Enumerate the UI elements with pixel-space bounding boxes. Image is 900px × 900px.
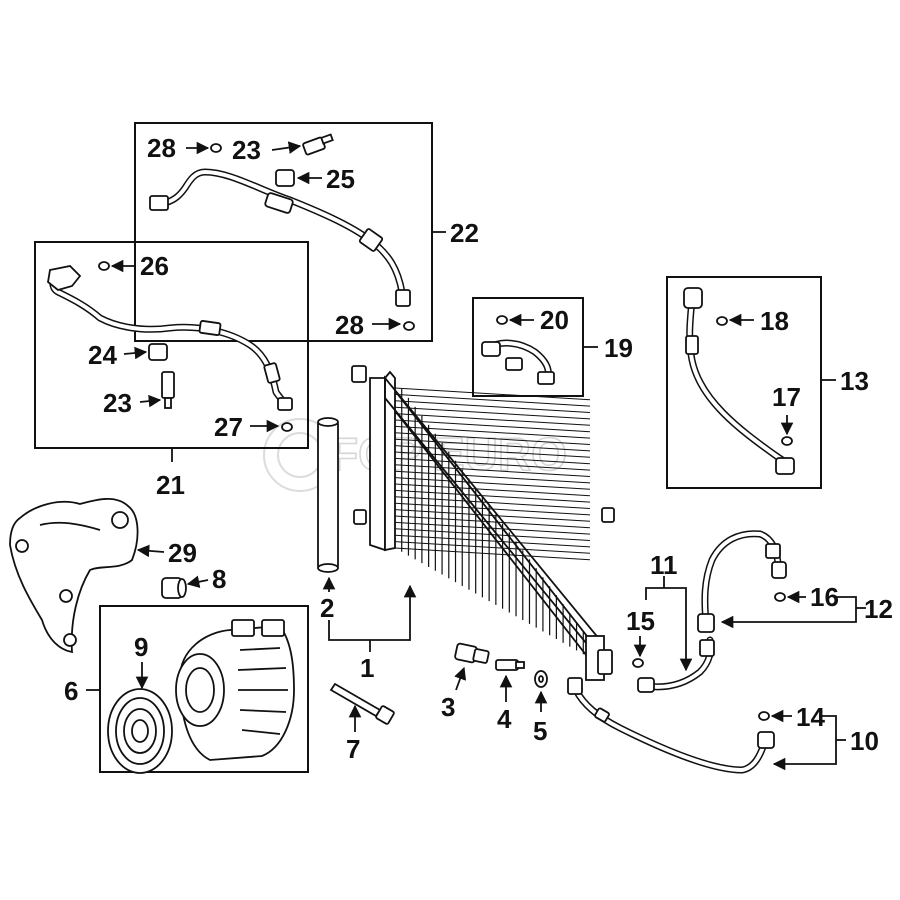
- callout-13: 13: [840, 366, 869, 396]
- o-ring-27: [281, 422, 293, 432]
- condenser-fin: [394, 419, 591, 433]
- pulley-9: [107, 688, 173, 774]
- callout-7: 7: [346, 734, 360, 764]
- callout-28-bottom: 28: [335, 310, 364, 340]
- condenser-fin: [394, 406, 591, 420]
- o-ring-28-bottom: [403, 321, 415, 331]
- hose-assembly-13: [683, 287, 795, 475]
- condenser-fin: [394, 445, 591, 458]
- callout-18: 18: [760, 306, 789, 336]
- condenser-fin: [394, 457, 591, 471]
- callout-2: 2: [320, 593, 334, 623]
- condenser-fin: [394, 387, 591, 401]
- callout-29: 29: [168, 538, 197, 568]
- callout-11: 11: [650, 550, 678, 580]
- o-ring-14: [758, 711, 770, 721]
- washer-5: [534, 670, 548, 688]
- callout-6: 6: [64, 676, 78, 706]
- condenser-fin: [394, 400, 591, 413]
- o-ring-16: [774, 592, 786, 602]
- callout-15: 15: [626, 606, 655, 636]
- o-ring-20: [496, 315, 508, 325]
- box-part-6: [99, 605, 309, 773]
- valve-core-23-lower: [161, 371, 175, 409]
- leader-lines: [86, 141, 866, 771]
- callout-23-lower: 23: [103, 388, 132, 418]
- condenser-fin: [394, 515, 591, 529]
- bolt-7: [329, 682, 395, 725]
- condenser-fins: [394, 382, 591, 658]
- callout-27: 27: [214, 412, 243, 442]
- callout-20: 20: [540, 305, 569, 335]
- cap-25: [275, 169, 295, 187]
- callout-24: 24: [88, 340, 117, 370]
- ac-compressor-6: [175, 619, 295, 761]
- pressure-switch-3: [454, 642, 490, 664]
- callout-14: 14: [796, 702, 825, 732]
- cap-24: [148, 343, 168, 361]
- condenser-fin: [394, 541, 591, 554]
- callout-21: 21: [156, 470, 185, 500]
- condenser-fin: [394, 534, 591, 548]
- box-part-13: [666, 276, 822, 489]
- hose-12: [697, 530, 787, 633]
- callout-17: 17: [772, 382, 801, 412]
- callout-1: 1: [360, 653, 374, 683]
- condenser-fin: [394, 470, 591, 484]
- condenser-fin: [394, 496, 591, 509]
- condenser-fin: [394, 464, 591, 477]
- o-ring-17: [781, 436, 793, 446]
- callout-22: 22: [450, 218, 479, 248]
- condenser-fin: [394, 483, 591, 497]
- condenser-fin: [394, 432, 591, 445]
- hose-11: [637, 636, 715, 693]
- condenser-fin: [394, 528, 591, 541]
- hose-assembly-22: [149, 168, 411, 307]
- valve-core-23-top: [302, 133, 334, 156]
- callout-26: 26: [140, 251, 169, 281]
- o-ring-15: [632, 658, 644, 668]
- condenser-fin: [394, 477, 591, 490]
- hose-assembly-19: [481, 339, 555, 385]
- o-ring-18: [716, 316, 728, 326]
- callout-16: 16: [810, 582, 839, 612]
- callout-28-top: 28: [147, 133, 176, 163]
- box-part-22: [134, 122, 433, 342]
- bushing-8: [161, 577, 187, 599]
- condenser-fin: [394, 393, 591, 407]
- callout-3: 3: [441, 692, 455, 722]
- compressor-bracket-29: [9, 498, 139, 654]
- hose-assembly-21: [47, 265, 293, 411]
- callout-19: 19: [604, 333, 633, 363]
- receiver-drier-2: [317, 417, 339, 573]
- callout-25: 25: [326, 164, 355, 194]
- callout-5: 5: [533, 716, 547, 746]
- condenser-fin: [394, 451, 591, 465]
- callout-12: 12: [864, 594, 893, 624]
- condenser-1: [351, 365, 615, 681]
- callout-8: 8: [212, 564, 226, 594]
- condenser-fin: [394, 509, 591, 522]
- callout-4: 4: [497, 704, 512, 734]
- condenser-fin: [394, 425, 591, 439]
- callout-23-top: 23: [232, 135, 261, 165]
- o-ring-26: [98, 261, 110, 271]
- condenser-fin: [394, 489, 591, 503]
- o-ring-28-top: [210, 143, 222, 153]
- callout-labels: 28 23 25 28 22 26 24 23 27 21 20 19 18 1…: [64, 133, 893, 764]
- condenser-fin: [394, 438, 591, 452]
- condenser-fin: [394, 547, 591, 561]
- callout-9: 9: [134, 632, 148, 662]
- hose-10: [567, 677, 775, 774]
- condenser-fin: [394, 413, 591, 426]
- callout-10: 10: [850, 726, 879, 756]
- valve-4: [495, 659, 525, 671]
